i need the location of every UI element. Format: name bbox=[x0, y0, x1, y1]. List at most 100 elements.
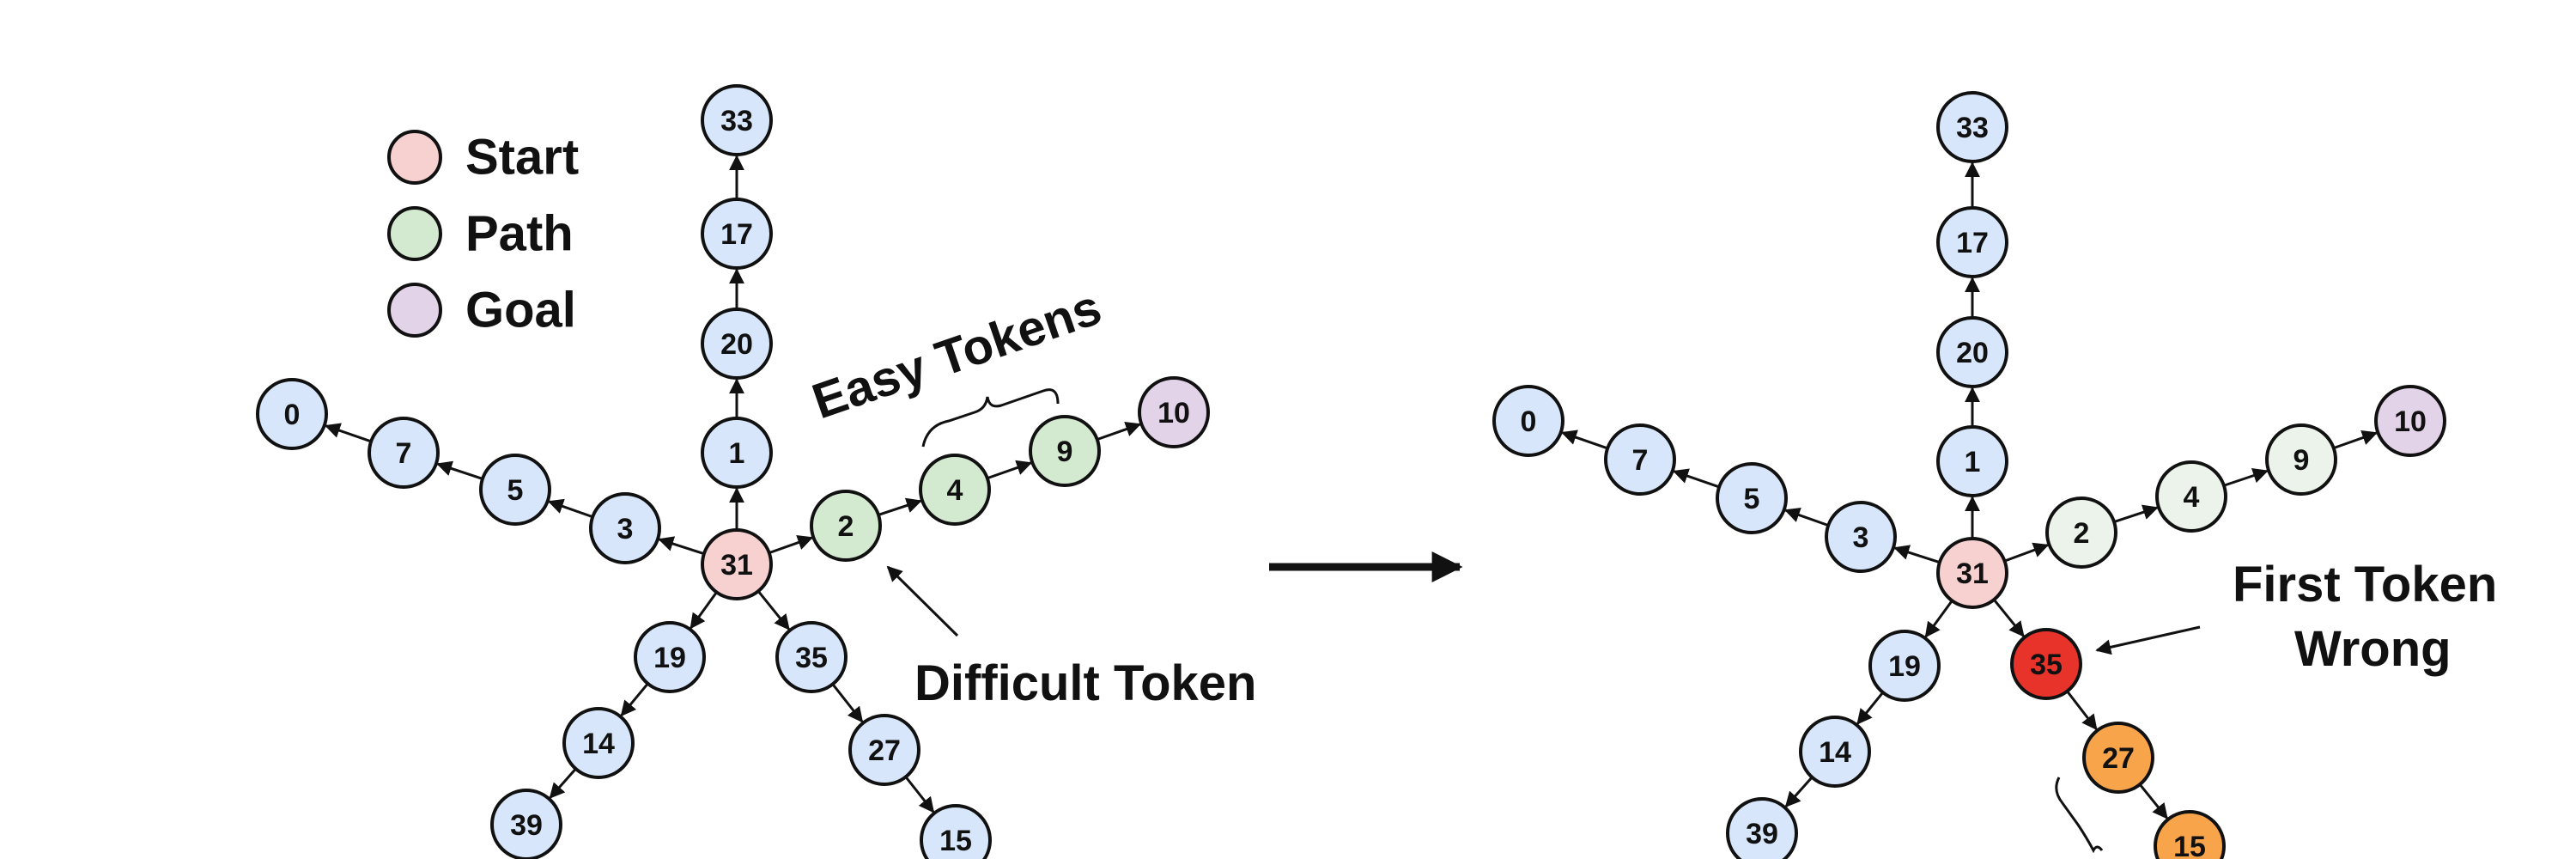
node-before-14: 14 bbox=[562, 707, 635, 779]
node-circle-after-4 bbox=[2155, 460, 2227, 533]
node-after-1: 1 bbox=[1936, 425, 2008, 497]
node-label-after-1: 1 bbox=[1965, 446, 1981, 478]
edge-after-2-4 bbox=[2113, 504, 2159, 523]
node-after-17: 17 bbox=[1936, 206, 2008, 278]
legend-item-path: Path bbox=[387, 206, 574, 262]
node-after-39: 39 bbox=[1726, 797, 1798, 859]
node-after-10: 10 bbox=[2374, 385, 2446, 457]
easy-tokens-brace bbox=[921, 388, 1060, 448]
error-path-brace bbox=[2055, 777, 2104, 854]
node-label-before-33: 33 bbox=[720, 105, 753, 137]
edge-after-31-3 bbox=[1893, 545, 1941, 564]
node-circle-before-7 bbox=[368, 417, 440, 489]
node-circle-after-2 bbox=[2045, 497, 2117, 569]
edge-before-19-14 bbox=[620, 682, 649, 717]
node-label-after-19: 19 bbox=[1888, 650, 1921, 683]
node-after-19: 19 bbox=[1868, 630, 1941, 702]
node-after-2: 2 bbox=[2045, 497, 2117, 569]
legend-item-goal: Goal bbox=[387, 283, 576, 338]
edge-after-31-19 bbox=[1924, 600, 1953, 638]
node-circle-after-14 bbox=[1799, 716, 1871, 788]
node-before-35: 35 bbox=[775, 621, 848, 693]
edge-after-3-5 bbox=[1783, 507, 1829, 527]
legend-swatch-path bbox=[387, 206, 442, 261]
node-label-after-0: 0 bbox=[1521, 405, 1537, 438]
node-label-before-39: 39 bbox=[510, 809, 543, 842]
node-label-after-9: 9 bbox=[2293, 444, 2310, 477]
node-before-10: 10 bbox=[1138, 376, 1210, 448]
node-label-after-31: 31 bbox=[1956, 557, 1989, 590]
node-label-after-7: 7 bbox=[1632, 444, 1649, 477]
edges-before bbox=[324, 155, 1142, 813]
node-label-after-39: 39 bbox=[1746, 818, 1778, 850]
node-circle-before-2 bbox=[810, 490, 882, 562]
node-after-31: 31 bbox=[1936, 537, 2008, 609]
first-token-label-line2: Wrong bbox=[2294, 621, 2451, 677]
node-label-before-10: 10 bbox=[1157, 397, 1190, 430]
edge-after-31-2 bbox=[2003, 542, 2050, 563]
node-circle-after-9 bbox=[2265, 423, 2337, 496]
legend-item-start: Start bbox=[387, 130, 579, 186]
node-before-33: 33 bbox=[701, 84, 773, 156]
difficult-token-label: Difficult Token bbox=[914, 655, 1256, 711]
node-circle-before-4 bbox=[919, 454, 991, 526]
node-before-3: 3 bbox=[589, 492, 661, 564]
node-after-14: 14 bbox=[1799, 716, 1871, 788]
edge-before-35-27 bbox=[831, 683, 864, 723]
edge-before-14-39 bbox=[549, 767, 577, 799]
difficult-token-annotation: Difficult Token bbox=[886, 565, 1256, 711]
first-token-arrow bbox=[2095, 625, 2201, 655]
node-circle-before-35 bbox=[775, 621, 848, 693]
node-circle-before-3 bbox=[589, 492, 661, 564]
node-circle-after-35 bbox=[2010, 628, 2082, 700]
edge-after-4-9 bbox=[2223, 468, 2269, 487]
node-label-after-27: 27 bbox=[2102, 742, 2135, 775]
node-circle-before-1 bbox=[701, 417, 773, 489]
node-label-before-9: 9 bbox=[1057, 436, 1073, 468]
node-before-31: 31 bbox=[701, 528, 773, 600]
first-token-wrong-annotation: First Token Wrong bbox=[2095, 557, 2497, 677]
node-label-before-19: 19 bbox=[653, 642, 686, 674]
node-circle-before-15 bbox=[920, 804, 992, 859]
edge-after-19-14 bbox=[1856, 691, 1884, 725]
node-label-before-20: 20 bbox=[720, 328, 753, 361]
legend-label-goal: Goal bbox=[465, 283, 576, 338]
node-circle-after-31 bbox=[1936, 537, 2008, 609]
node-label-after-14: 14 bbox=[1819, 736, 1851, 769]
node-after-9: 9 bbox=[2265, 423, 2337, 496]
edge-before-31-19 bbox=[690, 591, 718, 630]
node-after-15: 15 bbox=[2154, 810, 2226, 859]
node-after-35: 35 bbox=[2010, 628, 2082, 700]
node-circle-after-39 bbox=[1726, 797, 1798, 859]
node-after-4: 4 bbox=[2155, 460, 2227, 533]
node-label-before-4: 4 bbox=[947, 474, 963, 507]
node-circle-after-7 bbox=[1604, 423, 1676, 496]
node-before-27: 27 bbox=[848, 714, 920, 786]
node-circle-after-0 bbox=[1492, 385, 1564, 457]
node-circle-before-9 bbox=[1029, 415, 1101, 487]
node-circle-after-33 bbox=[1936, 91, 2008, 163]
node-circle-after-20 bbox=[1936, 316, 2008, 388]
node-circle-before-31 bbox=[701, 528, 773, 600]
node-circle-before-14 bbox=[562, 707, 635, 779]
node-circle-before-27 bbox=[848, 714, 920, 786]
edge-after-5-7 bbox=[1672, 468, 1720, 489]
node-label-after-15: 15 bbox=[2173, 831, 2206, 859]
node-after-3: 3 bbox=[1825, 501, 1897, 573]
node-before-19: 19 bbox=[634, 621, 706, 693]
node-before-39: 39 bbox=[490, 789, 562, 859]
edge-before-9-10 bbox=[1097, 421, 1142, 442]
node-circle-after-27 bbox=[2082, 722, 2154, 794]
edge-before-27-15 bbox=[904, 776, 935, 813]
legend-swatch-start bbox=[387, 130, 442, 185]
edge-before-5-7 bbox=[436, 460, 483, 480]
difficult-token-arrow bbox=[886, 565, 959, 637]
edge-after-27-15 bbox=[2138, 783, 2168, 819]
node-label-before-3: 3 bbox=[617, 513, 634, 545]
edge-before-3-5 bbox=[547, 498, 593, 519]
node-label-before-2: 2 bbox=[838, 510, 854, 543]
node-circle-before-5 bbox=[479, 454, 551, 526]
